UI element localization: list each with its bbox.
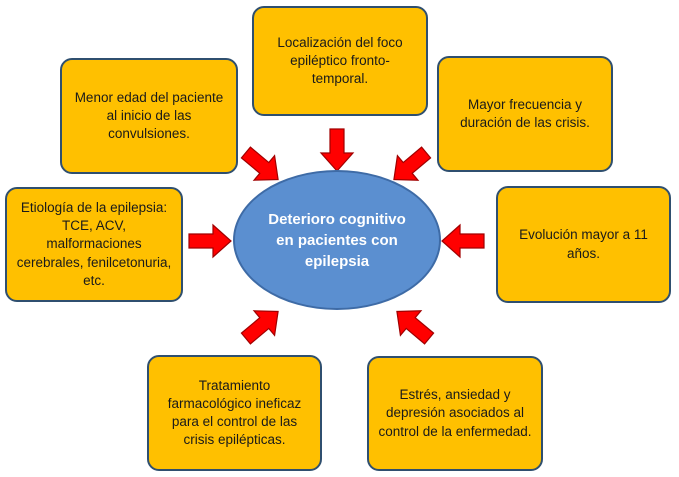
central-concept-ellipse: Deterioro cognitivo en pacientes con epi… [233, 170, 441, 310]
arrow-from-bottom-left [235, 298, 289, 352]
factor-box-bottom-left: Tratamiento farmacológico ineficaz para … [147, 355, 322, 471]
factor-text-bottom-left: Tratamiento farmacológico ineficaz para … [167, 377, 302, 448]
factor-text-top: Localización del foco epiléptico fronto-… [277, 34, 403, 87]
factor-text-top-right: Mayor frecuencia y duración de las crisi… [460, 96, 590, 130]
factor-box-left: Etiología de la epilepsia: TCE, ACV, mal… [5, 187, 183, 302]
factor-box-top-left: Menor edad del paciente al inicio de las… [60, 58, 238, 174]
factor-text-right: Evolución mayor a 11 años. [519, 227, 648, 261]
arrow-from-right [441, 224, 485, 258]
factor-box-right: Evolución mayor a 11 años. [496, 186, 671, 303]
factor-box-top: Localización del foco epiléptico fronto-… [252, 6, 428, 116]
factor-box-bottom-right: Estrés, ansiedad y depresión asociados a… [367, 356, 543, 471]
factor-text-top-left: Menor edad del paciente al inicio de las… [74, 89, 224, 142]
factor-box-top-right: Mayor frecuencia y duración de las crisi… [437, 56, 613, 172]
factor-text-bottom-right: Estrés, ansiedad y depresión asociados a… [378, 387, 532, 439]
arrow-from-top [320, 128, 354, 172]
arrow-from-bottom-right [386, 298, 440, 352]
central-concept-text: Deterioro cognitivo en pacientes con epi… [268, 210, 406, 270]
arrow-from-left [188, 224, 232, 258]
factor-text-left: Etiología de la epilepsia: TCE, ACV, mal… [16, 199, 172, 288]
